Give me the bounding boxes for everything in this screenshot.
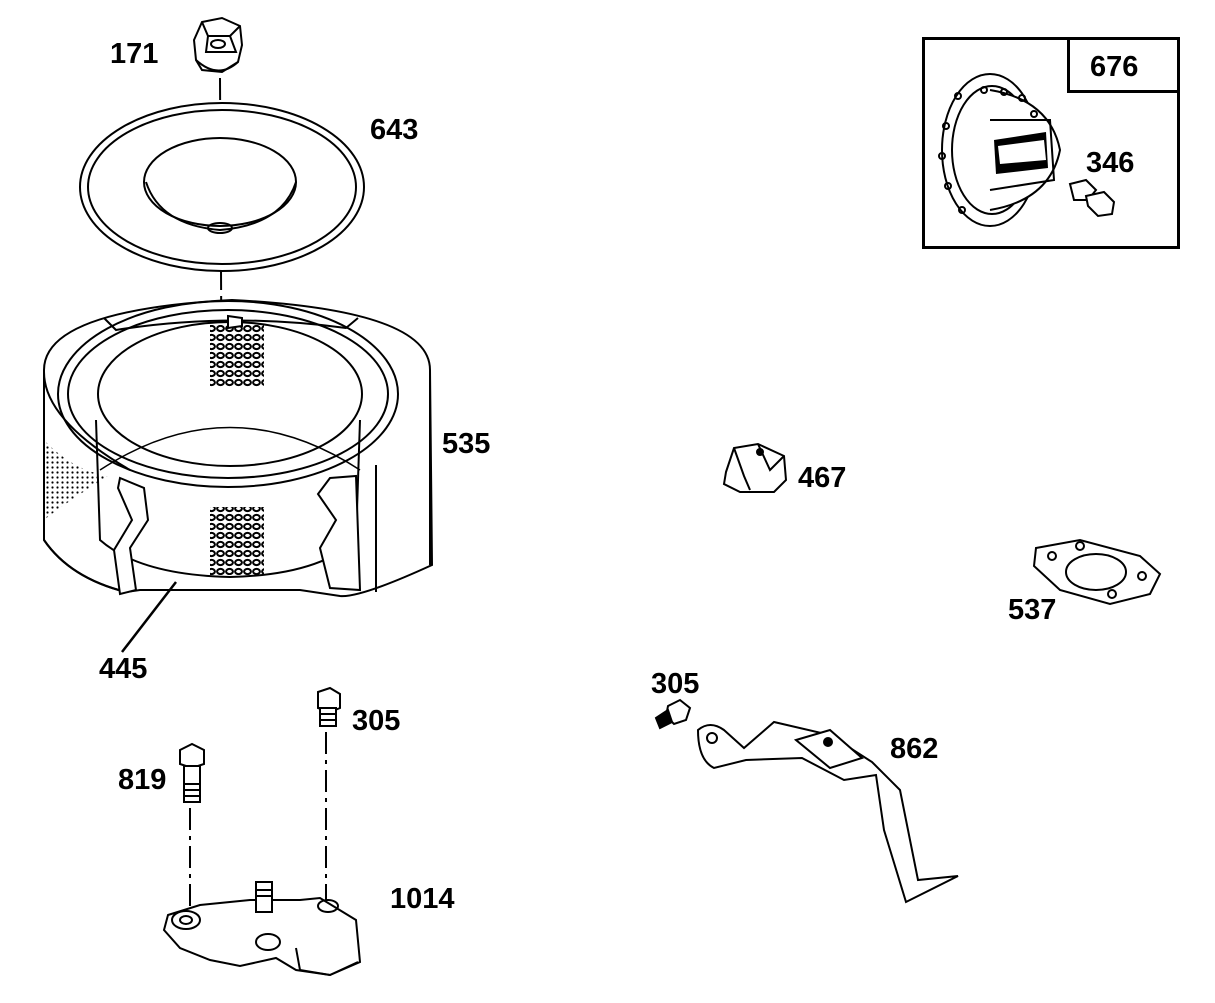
label-537: 537	[1008, 594, 1057, 626]
label-305-right: 305	[651, 668, 700, 700]
label-467: 467	[798, 462, 847, 494]
part-862-bracket[interactable]	[696, 720, 959, 904]
label-862: 862	[890, 733, 939, 765]
label-171: 171	[110, 38, 159, 70]
part-819-bolt[interactable]	[179, 742, 205, 803]
part-643-air-cleaner-cover[interactable]	[79, 102, 365, 272]
part-445-filter-element[interactable]	[57, 300, 399, 596]
inset-tag-676	[1067, 37, 1180, 93]
part-305-screw-right[interactable]	[654, 698, 692, 730]
label-676: 676	[1090, 51, 1139, 83]
label-305-left: 305	[352, 705, 401, 737]
part-346-screw[interactable]	[1068, 178, 1116, 218]
part-676-intake-plate[interactable]	[938, 73, 1062, 227]
label-535: 535	[442, 428, 491, 460]
label-1014: 1014	[390, 883, 455, 915]
part-171-wing-nut[interactable]	[192, 16, 244, 74]
label-346: 346	[1086, 147, 1135, 179]
part-467-knob[interactable]	[722, 442, 788, 493]
label-819: 819	[118, 764, 167, 796]
label-445: 445	[99, 653, 148, 685]
part-305-screw-left[interactable]	[317, 686, 341, 727]
part-1014-base-bracket[interactable]	[162, 881, 362, 977]
label-643: 643	[370, 114, 419, 146]
part-537-gasket[interactable]	[1032, 538, 1162, 606]
leader-445	[121, 581, 177, 653]
inset-box-676	[922, 37, 1180, 249]
